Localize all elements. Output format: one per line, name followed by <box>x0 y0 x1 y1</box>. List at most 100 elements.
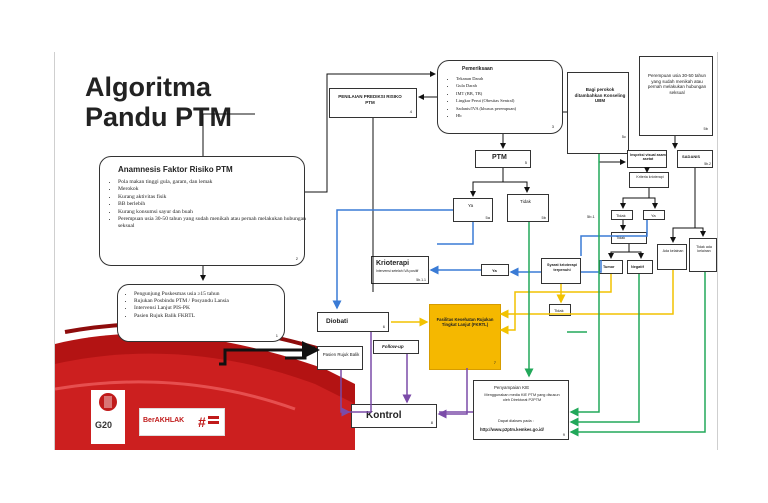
page-title-line2: Pandu PTM <box>85 102 232 132</box>
anamnesis-item: BB berlebih <box>118 201 306 208</box>
followup-box: Follow-up <box>373 340 419 354</box>
kie-url-link[interactable]: http://www.p2ptm.kemkes.go.id/ <box>480 427 544 432</box>
diobati-label: Diobati <box>326 318 349 325</box>
page-title-line1: Algoritma <box>85 72 212 102</box>
krioterapi-num: 5b.1.1 <box>416 278 426 282</box>
g20-text: G20 <box>95 420 113 430</box>
fkrtl-text: Fasilitas Kesehatan Rujukan Tingkat Lanj… <box>436 317 494 328</box>
tidak-row-box: Tidak <box>611 232 647 244</box>
perempuan-box: Perempuan usia 30-50 tahun yang sudah me… <box>639 56 713 136</box>
sadanis-box: SADANIS 5b.2 <box>677 150 713 168</box>
ada-kelainan-box: Ada kelainan <box>657 244 687 270</box>
fkrtl-num: 7 <box>493 360 496 365</box>
tidak-row-label: Tidak <box>616 236 626 240</box>
anamnesis-title: Anamnesis Faktor Risiko PTM <box>118 165 233 174</box>
anamnesis-item: Kurang konsumsi sayur dan buah <box>118 209 306 216</box>
penilaian-num: 4 <box>409 109 412 114</box>
kie-box: Penyampaian KIE Menggunakan media KIE PT… <box>473 380 569 440</box>
kontrol-label: Kontrol <box>366 410 402 421</box>
pemeriksaan-item: Lingkar Perut (Obesitas Sentral) <box>456 97 516 104</box>
kriteria-text: Kriteria krioterapi <box>636 175 664 179</box>
pasien-rujuk-box: Pasien Rujuk Balik <box>317 346 363 370</box>
perokok-box: Bagi perokok ditambahkan Konseling UBM 5… <box>567 72 629 154</box>
pemeriksaan-item: IMT (BB, TB) <box>456 90 516 97</box>
ya-mid-box: Ya <box>481 264 509 276</box>
visitors-num: 1 <box>275 333 278 338</box>
tidak-small-label: Tidak <box>616 213 626 218</box>
kontrol-box: Kontrol 8 <box>351 404 437 428</box>
krioterapi-box: Krioterapi Intervensi setelah IVA positi… <box>371 256 429 284</box>
krioterapi-title: Krioterapi <box>376 260 410 267</box>
anamnesis-item: Pola makan tinggi gula, garam, dan lemak <box>118 179 306 186</box>
syarat-box: Syarat krioterapi terpenuhi <box>541 258 581 284</box>
anamnesis-list: Pola makan tinggi gula, garam, dan lemak… <box>106 179 306 231</box>
perokok-text: Bagi perokok ditambahkan Konseling UBM <box>574 87 626 103</box>
berakhlak-text: BerAKHLAK <box>143 417 185 424</box>
penilaian-box: PENILAIAN PREDIKSI RISIKO PTM 4 <box>329 88 417 118</box>
ptm-label: PTM <box>492 154 507 161</box>
ptm-box: PTM 5 <box>475 150 531 168</box>
g20-emblem-icon <box>99 393 117 411</box>
negatif-label: Negatif <box>631 265 644 269</box>
syarat-text: Syarat krioterapi terpenuhi <box>547 263 577 272</box>
tidak-small-box: Tidak <box>611 210 633 220</box>
kie-body: Menggunakan media KIE PTM yang disusun o… <box>484 393 560 402</box>
anamnesis-box: Anamnesis Faktor Risiko PTM Pola makan t… <box>99 156 306 266</box>
ya-box: Ya 5a <box>453 198 493 222</box>
anamnesis-item: Kurang aktivitas fisik <box>118 194 306 201</box>
connectors <box>200 71 706 437</box>
pemeriksaan-list: Tekanan Darah Gula Darah IMT (BB, TB) Li… <box>444 75 516 119</box>
visitors-list: Pengunjung Puskesmas usia ≥15 tahun Ruju… <box>122 291 288 320</box>
krioterapi-sub: Intervensi setelah IVA positif <box>376 269 419 273</box>
ada-kelainan-label: Ada kelainan <box>662 249 684 253</box>
sadanis-num: 5b.2 <box>704 162 711 166</box>
tidak-syarat-label: Tidak <box>554 308 564 313</box>
tumor-label: Tumor <box>603 265 615 269</box>
followup-label: Follow-up <box>382 344 404 349</box>
tidak-ada-kelainan-label: Tidak ada kelainan <box>696 245 712 254</box>
kontrol-num: 8 <box>430 420 433 425</box>
pemeriksaan-item: Gula Darah <box>456 82 516 89</box>
ya-small-box: Ya <box>643 210 665 220</box>
sadanis-text: SADANIS <box>682 154 701 159</box>
pemeriksaan-item: Sadanis/IVA (khusus perempuan) <box>456 105 516 112</box>
label-5b1: 5b.1 <box>587 214 595 219</box>
ya-label: Ya <box>468 203 474 208</box>
anamnesis-num: 2 <box>295 256 298 261</box>
anamnesis-item: Perempuan usia 30-50 tahun yang sudah me… <box>118 216 306 231</box>
svg-text:#: # <box>198 414 206 430</box>
perokok-num: 5c <box>621 134 626 139</box>
g20-logo: G20 <box>91 390 125 444</box>
slide: Algoritma Pandu PTM Anamnesis Faktor Ris… <box>54 52 718 450</box>
visitors-item: Rujukan Posbindu PTM / Posyandu Lansia <box>134 298 288 305</box>
fkrtl-box: Fasilitas Kesehatan Rujukan Tingkat Lanj… <box>429 304 501 370</box>
ya-small-label: Ya <box>651 213 656 218</box>
ya-num: 5a <box>485 215 490 220</box>
tidak-num: 5b <box>541 215 546 220</box>
visitors-item: Pasien Rujuk Balik FKRTL <box>134 313 288 320</box>
iva-text: Inspeksi visual asam asetat <box>630 153 666 161</box>
tidak-box: Tidak 5b <box>507 194 549 222</box>
pasien-rujuk-label: Pasien Rujuk Balik <box>322 352 360 357</box>
pemeriksaan-item: Tekanan Darah <box>456 75 516 82</box>
ya-mid-label: Ya <box>492 268 497 273</box>
visitors-item: Pengunjung Puskesmas usia ≥15 tahun <box>134 291 288 298</box>
penilaian-title: PENILAIAN PREDIKSI RISIKO PTM <box>338 94 402 105</box>
pemeriksaan-title: Pemeriksaan <box>462 66 493 72</box>
berakhlak-logo: BerAKHLAK # <box>139 408 225 436</box>
pemeriksaan-box: Pemeriksaan Tekanan Darah Gula Darah IMT… <box>437 60 563 134</box>
perempuan-text: Perempuan usia 30-50 tahun yang sudah me… <box>647 73 707 95</box>
ptm-num: 5 <box>524 160 527 165</box>
anamnesis-item: Merokok <box>118 186 306 193</box>
pemeriksaan-num: 3 <box>551 124 554 129</box>
perempuan-num: 5b <box>703 126 708 131</box>
bangga-melayani-icon: # <box>198 414 219 430</box>
visitors-item: Intervensi Lanjut PIS-PK <box>134 305 288 312</box>
pemeriksaan-item: Hb <box>456 112 516 119</box>
kie-num: 9 <box>562 432 565 437</box>
diobati-num: 6 <box>382 324 385 329</box>
tidak-label: Tidak <box>520 199 531 204</box>
tidak-ada-kelainan-box: Tidak ada kelainan <box>689 238 717 272</box>
negatif-box: Negatif <box>627 260 653 274</box>
kie-title: Penyampaian KIE <box>494 385 530 390</box>
